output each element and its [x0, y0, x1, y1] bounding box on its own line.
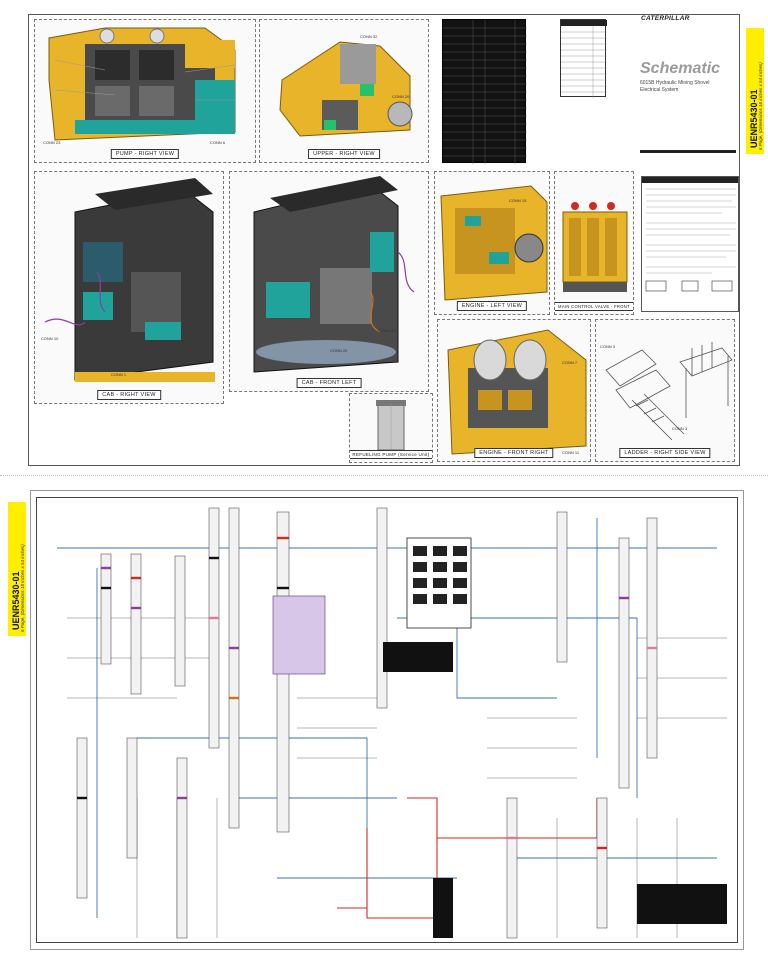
- sheet-divider: [0, 475, 768, 477]
- view-label-engine-front-right: ENGINE - FRONT RIGHT: [474, 448, 554, 458]
- view-main-control-valve: MAIN CONTROL VALVE - FRONT: [554, 171, 634, 315]
- upper-illustration: [279, 41, 413, 137]
- schematic-notes-box: [641, 176, 739, 312]
- view-cab-front-left: CONN 20 CONN 11 CAB - FRONT LEFT: [229, 171, 429, 392]
- connector-label: CONN 1: [111, 372, 127, 377]
- caterpillar-logo: CATERPILLAR: [641, 15, 690, 22]
- view-upper-right: CONN 32 CONN 20 UPPER - RIGHT VIEW: [259, 19, 429, 163]
- schematic-subtitle-system: Electrical System: [640, 87, 679, 93]
- view-label-upper-right: UPPER - RIGHT VIEW: [308, 149, 380, 159]
- connector-label: CONN 32: [360, 34, 378, 39]
- view-refueling-pump: REFUELING PUMP (Service Unit): [349, 393, 433, 463]
- view-label-cab-front-left: CAB - FRONT LEFT: [296, 378, 362, 388]
- engine-right-illustration: [447, 329, 587, 455]
- view-engine-front-right: CONN 7 CONN 11 ENGINE - FRONT RIGHT: [437, 319, 591, 462]
- connector-label: CONN 11: [562, 450, 580, 455]
- notes-lines: [645, 188, 736, 292]
- schematic-subtitle-machine: 6015B Hydraulic Mining Shovel: [640, 80, 710, 86]
- connector-label: CONN 15: [509, 198, 527, 203]
- view-pump-right: CONN 23 CONN 6 PUMP - RIGHT VIEW: [34, 19, 256, 163]
- view-label-engine-left: ENGINE - LEFT VIEW: [456, 301, 528, 311]
- view-label-pump-right: PUMP - RIGHT VIEW: [110, 149, 180, 159]
- valve-illustration: [562, 202, 628, 292]
- connector-label: CONN 6: [210, 140, 226, 145]
- connector-label: CONN 3: [600, 344, 616, 349]
- page-note-top: 6 Page, (Dimensions 18 inches x 54 inche…: [758, 62, 763, 150]
- connector-label: CONN 20: [392, 94, 410, 99]
- ladder-illustration: [605, 342, 733, 441]
- part-number-tag-top: UENR5430-01 6 Page, (Dimensions 18 inche…: [746, 28, 764, 154]
- schematic-title: Schematic: [640, 60, 721, 77]
- connector-label: CONN 10: [41, 336, 59, 341]
- cab-right-illustration: [44, 178, 215, 382]
- harness-table-grid: [561, 20, 607, 98]
- top-sheet-frame: [28, 14, 740, 466]
- view-label-refueling-pump: REFUELING PUMP (Service Unit): [350, 450, 432, 459]
- connector-label: CONN 11: [378, 328, 396, 333]
- view-label-main-control-valve: MAIN CONTROL VALVE - FRONT: [555, 302, 633, 311]
- connector-part-table: [442, 19, 527, 164]
- notes-header-bar: [642, 177, 738, 183]
- pump-illustration: [48, 27, 236, 141]
- table-grid: [443, 20, 527, 164]
- bottom-sheet-frame: [30, 490, 744, 950]
- schematic-wiring: [57, 507, 727, 939]
- view-label-cab-right: CAB - RIGHT VIEW: [97, 390, 161, 400]
- connector-label: CONN 7: [562, 360, 578, 365]
- connector-label: CONN 3: [672, 426, 688, 431]
- view-ladder-right: CONN 3 CONN 3 LADDER - RIGHT SIDE VIEW: [595, 319, 735, 462]
- connector-label: CONN 23: [43, 140, 61, 145]
- view-engine-left: CONN 15 ENGINE - LEFT VIEW: [434, 171, 550, 315]
- cab-front-illustration: [253, 176, 415, 373]
- electrical-schematic: [36, 497, 738, 943]
- page-note-bottom: 6 Page, (Dimensions 18 inches x 54 inche…: [20, 544, 25, 632]
- part-number-tag-bottom: UENR5430-01 6 Page, (Dimensions 18 inche…: [8, 502, 26, 636]
- engine-left-illustration: [440, 185, 548, 301]
- view-cab-right: CONN 10 CONN 1 CAB - RIGHT VIEW: [34, 171, 224, 404]
- harness-table: [560, 19, 607, 98]
- view-label-ladder-right: LADDER - RIGHT SIDE VIEW: [619, 448, 711, 458]
- connector-label: CONN 20: [330, 348, 348, 353]
- title-underline: [640, 150, 736, 153]
